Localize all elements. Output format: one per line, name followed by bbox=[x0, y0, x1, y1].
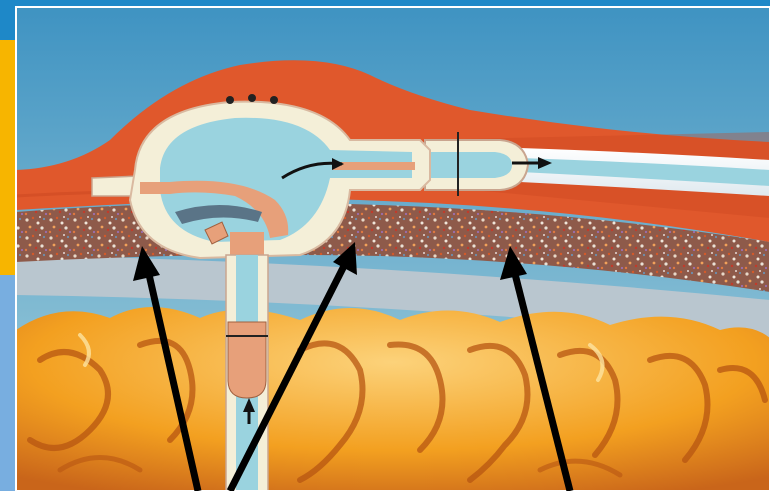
frame-light-stripe bbox=[0, 275, 16, 491]
frame-yellow-stripe bbox=[0, 40, 16, 275]
brain-tissue bbox=[16, 307, 770, 491]
picture-area bbox=[16, 7, 770, 491]
